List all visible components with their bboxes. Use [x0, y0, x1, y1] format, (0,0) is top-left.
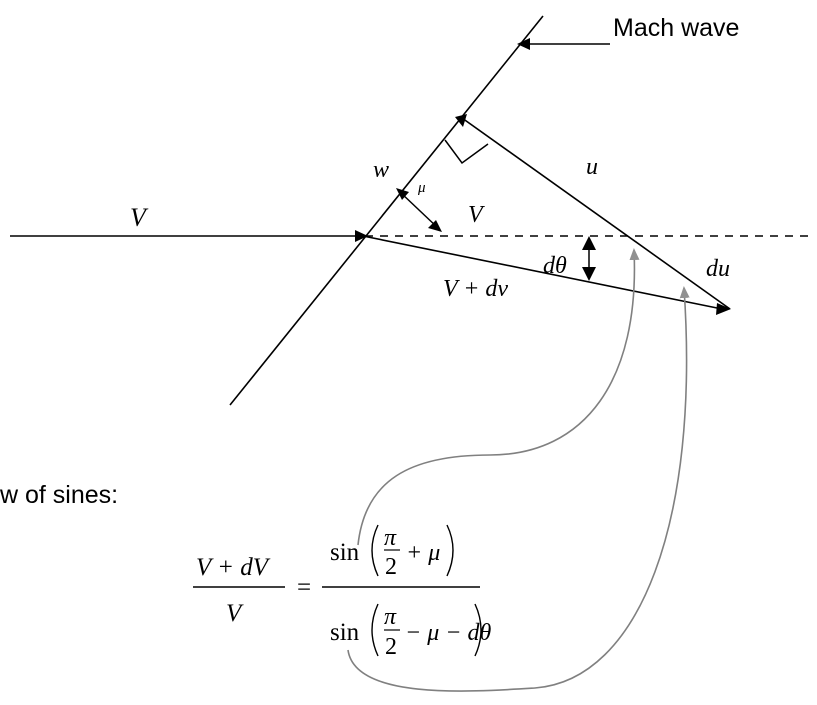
eq-denominator-lhs: V — [226, 600, 244, 627]
curve-arrow-to-dashed-intersection — [357, 248, 640, 546]
deflected-velocity-arrowhead — [716, 303, 731, 315]
eq-numerator-lhs: V + dV — [196, 554, 271, 581]
deflected-velocity-line — [362, 235, 723, 310]
paren-left-top — [371, 524, 379, 577]
curve-arrow-to-deflected-line — [347, 286, 690, 692]
normal-component-line — [461, 117, 731, 310]
label-V-plus-dv: V + dv — [443, 276, 508, 302]
label-mu: μ — [417, 180, 426, 196]
eq-sin-bottom: sin — [330, 619, 360, 646]
law-of-sines-caption: w of sines: — [0, 481, 118, 509]
upstream-flow-arrowhead — [355, 230, 368, 242]
mach-wave-pointer-arrowhead — [517, 38, 530, 50]
mu-arrowhead-upper — [396, 188, 409, 200]
mu-angle-line — [399, 191, 439, 229]
eq-plus-mu: + μ — [406, 540, 440, 566]
label-w: w — [373, 157, 389, 183]
label-V-upstream: V — [130, 203, 149, 232]
mach-wave-label: Mach wave — [613, 14, 739, 42]
paren-right-bottom — [474, 603, 482, 657]
label-dtheta: dθ — [543, 253, 567, 279]
paren-left-bottom — [371, 603, 379, 657]
eq-equals: = — [297, 574, 311, 601]
label-u: u — [586, 154, 598, 180]
mu-arrowhead-lower — [428, 220, 442, 232]
mach-wave-line — [229, 15, 544, 406]
eq-two-top: 2 — [385, 554, 397, 580]
label-V-component: V — [468, 202, 485, 228]
eq-sin-top: sin — [330, 539, 360, 566]
eq-pi-top: π — [384, 525, 397, 551]
eq-minus-mu-minus-dtheta: − μ − dθ — [405, 620, 491, 646]
dtheta-arrowhead-up — [582, 236, 596, 250]
label-du: du — [706, 256, 730, 282]
eq-pi-bottom: π — [384, 604, 397, 630]
paren-right-top — [446, 524, 454, 577]
right-angle-mark — [444, 139, 489, 165]
wave-tangent-arrowhead — [455, 114, 467, 127]
eq-two-bottom: 2 — [385, 634, 397, 660]
dtheta-arrowhead-down — [582, 267, 596, 281]
